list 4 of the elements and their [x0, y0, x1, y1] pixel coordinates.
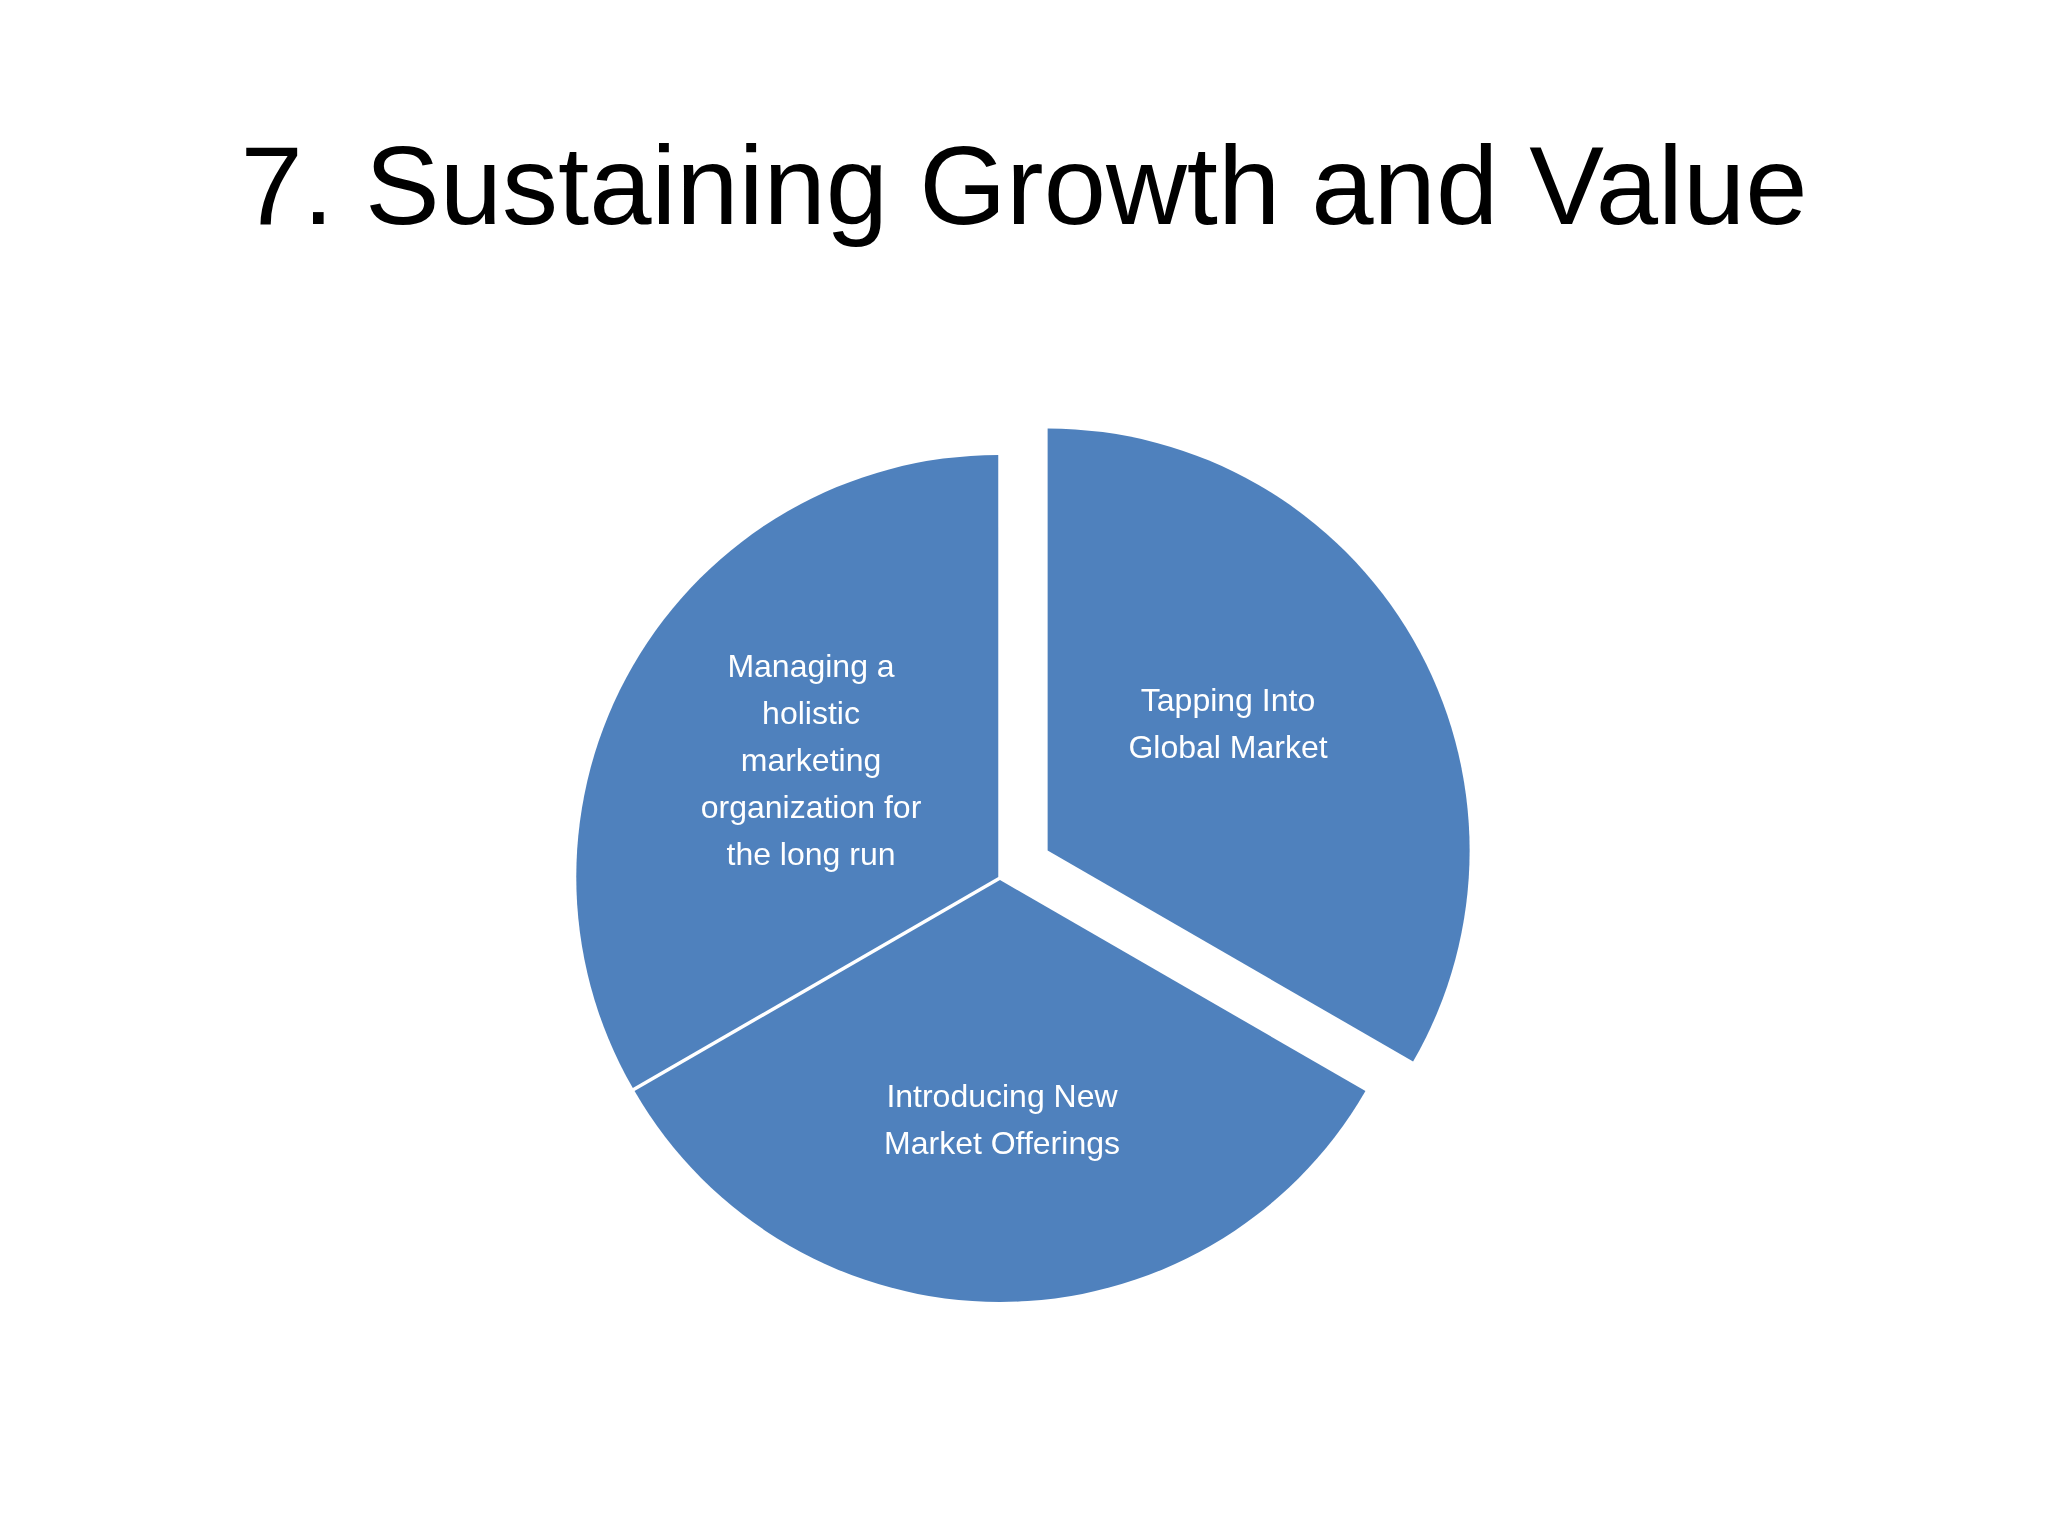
wedge-label: Tapping Into Global Market: [1127, 681, 1329, 767]
wedge-label: Managing a holistic marketing organization for the long run: [699, 646, 923, 874]
slide-title: 7. Sustaining Growth and Value: [240, 122, 1808, 250]
wedge-label: Introducing New Market Offerings: [883, 1077, 1121, 1163]
